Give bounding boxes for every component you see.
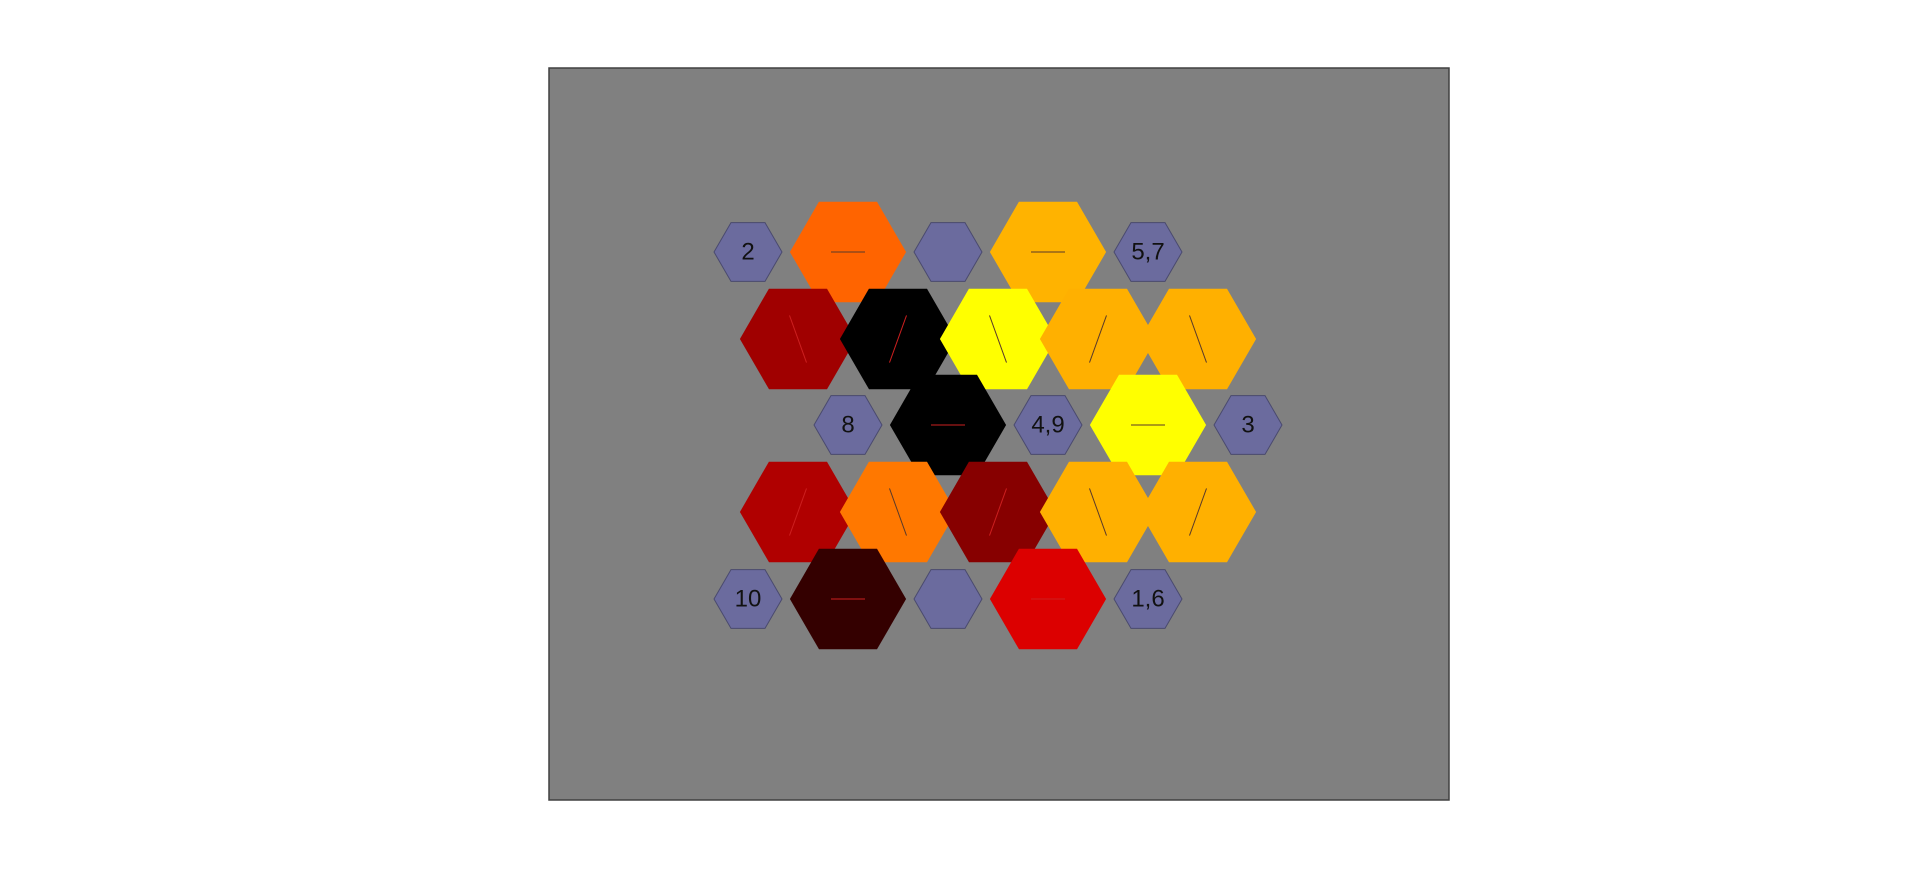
hexagon-cell [789, 548, 907, 650]
node-marker [913, 569, 983, 629]
hexagon-cell [989, 548, 1107, 650]
hatch-line [1189, 488, 1207, 536]
node-hexagon [913, 569, 983, 629]
hexagon-cell [939, 461, 1057, 563]
hatch-line [1089, 488, 1107, 536]
node-marker: 8 [813, 395, 883, 455]
node-hexagon [813, 395, 883, 455]
node-label: 8 [841, 411, 854, 438]
node-marker: 5,7 [1113, 222, 1183, 282]
hexagon-cell [889, 374, 1007, 476]
node-marker: 1,6 [1113, 569, 1183, 629]
hexagon-cell [939, 288, 1057, 390]
node-label: 10 [735, 585, 762, 612]
hexagon-cell [989, 201, 1107, 303]
node-markers: 2 5,7 8 4,9 3 10 1,6 [713, 222, 1283, 629]
node-marker: 4,9 [1013, 395, 1083, 455]
hatch-line [989, 488, 1007, 536]
node-marker: 10 [713, 569, 783, 629]
node-hexagon [1113, 222, 1183, 282]
node-hexagon [1113, 569, 1183, 629]
node-hexagon [1013, 395, 1083, 455]
node-label: 4,9 [1031, 411, 1064, 438]
hexagon-cell [739, 288, 857, 390]
node-label: 3 [1241, 411, 1254, 438]
node-hexagon [713, 569, 783, 629]
node-marker: 3 [1213, 395, 1283, 455]
hexagon-cell [839, 461, 957, 563]
node-label: 5,7 [1131, 238, 1164, 265]
hexagon-cell [1089, 374, 1207, 476]
hexagon-cell [839, 288, 957, 390]
node-hexagon [913, 222, 983, 282]
hatch-line [889, 315, 907, 363]
hexagon-cell [1139, 461, 1257, 563]
hatch-line [789, 315, 807, 363]
hexagon-cell [1139, 288, 1257, 390]
node-hexagon [1213, 395, 1283, 455]
hatch-line [889, 488, 907, 536]
node-marker [913, 222, 983, 282]
hexagon-cell [1039, 288, 1157, 390]
hexagon-cell [1039, 461, 1157, 563]
node-marker: 2 [713, 222, 783, 282]
hatch-line [1089, 315, 1107, 363]
node-label: 1,6 [1131, 585, 1164, 612]
hexagon-cell [789, 201, 907, 303]
hexagon-cell [739, 461, 857, 563]
node-hexagon [713, 222, 783, 282]
hatch-line [789, 488, 807, 536]
hexagon-cells [739, 201, 1257, 650]
hatch-line [989, 315, 1007, 363]
node-label: 2 [741, 238, 754, 265]
hatch-line [1189, 315, 1207, 363]
